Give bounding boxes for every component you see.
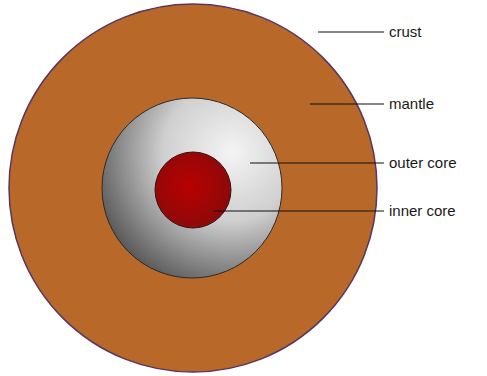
mantle-layer [9,4,377,372]
leader-line [250,162,384,163]
outer-core-layer [102,98,282,278]
part-label: mantle [389,95,434,112]
leader-line [318,31,384,32]
part-label-box: mantle [389,95,434,113]
leader-line [213,210,384,211]
inner-core-layer [155,152,231,228]
part-label: outer core [389,154,457,171]
part-label-box: outer core [389,154,457,172]
leader-line [310,103,384,104]
part-label: inner core [389,202,456,219]
part-label-box: inner core [389,202,456,220]
part-label-box: crust [389,23,422,41]
part-label: crust [389,23,422,40]
